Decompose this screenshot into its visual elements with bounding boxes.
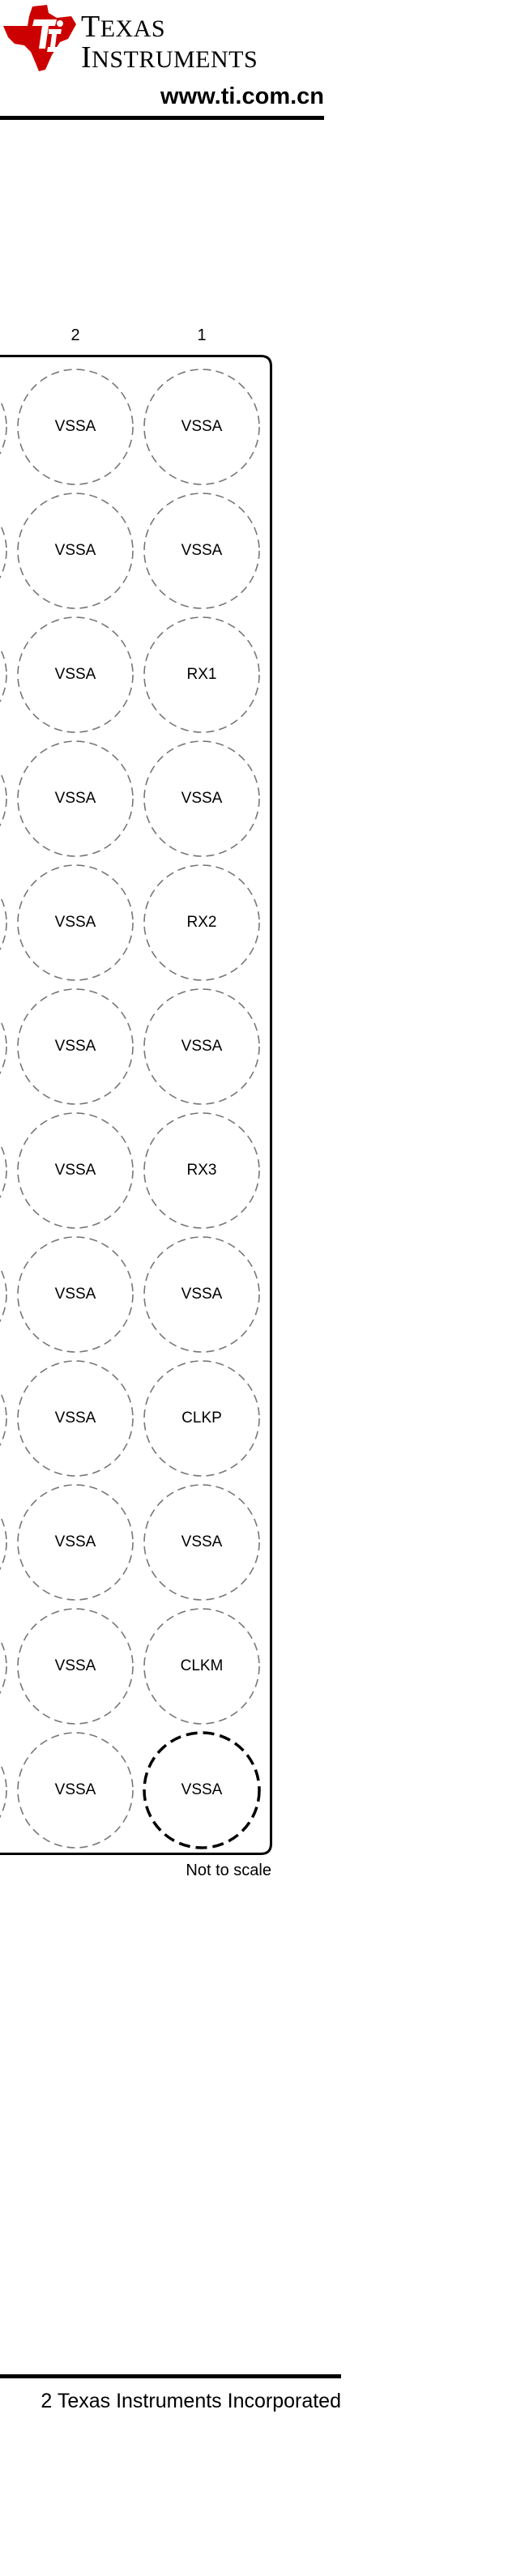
ball-outline <box>143 369 260 485</box>
ball-label: VSSA <box>54 1410 96 1427</box>
ball-outline <box>143 1236 260 1353</box>
scale-note: Not to scale <box>186 1862 271 1879</box>
page-header: TEXAS INSTRUMENTS www.ti.com.cn <box>0 0 324 122</box>
ball-outline <box>143 1484 260 1601</box>
package-diagram <box>0 355 272 1855</box>
logo-word1-rest: EXAS <box>100 15 166 42</box>
ball-outline <box>17 1608 134 1725</box>
ball-outline <box>143 1360 260 1477</box>
ball-label: VSSA <box>54 790 96 807</box>
ball-label: VSSA <box>54 666 96 683</box>
ball-label: VSSA <box>54 1162 96 1179</box>
column-label-1: 1 <box>197 326 207 344</box>
ball-label: VSSA <box>181 1533 223 1550</box>
ball-label: VSSA <box>54 1533 96 1550</box>
ball-label: VSSA <box>54 1286 96 1303</box>
ball-outline <box>17 1732 134 1849</box>
logo-word2-rest: NSTRUMENTS <box>92 46 258 73</box>
clipped-ball-outline <box>0 894 7 951</box>
ball-label: VSSA <box>181 790 223 807</box>
ball-label: VSSA <box>54 1657 96 1674</box>
ball-outline <box>17 1360 134 1477</box>
ball-label: VSSA <box>54 418 96 435</box>
ball-outline <box>17 1236 134 1353</box>
ball-label: VSSA <box>181 418 223 435</box>
ball-outline <box>17 369 134 485</box>
ball-outline <box>17 988 134 1105</box>
clipped-ball-outline <box>0 646 7 703</box>
ball-label: VSSA <box>54 1781 96 1798</box>
logo-word2-initial: I <box>81 41 92 75</box>
ball-outline <box>17 493 134 609</box>
ball-label: VSSA <box>181 542 223 559</box>
ball-label: RX1 <box>186 666 217 683</box>
clipped-ball-outline <box>0 1390 7 1447</box>
ball-label: VSSA <box>181 1286 223 1303</box>
ball-outline <box>143 740 260 857</box>
ball-outline <box>143 1112 260 1229</box>
ball-outline <box>143 864 260 981</box>
ball-label: VSSA <box>54 1038 96 1055</box>
ti-logo-icon <box>3 5 76 71</box>
logo-wordmark-texas: TEXAS <box>81 11 165 45</box>
ball-outline <box>17 1484 134 1601</box>
column-label-2: 2 <box>70 326 80 344</box>
ball-outline <box>17 740 134 857</box>
header-rule <box>0 116 324 120</box>
ball-label: VSSA <box>54 542 96 559</box>
clipped-ball-outline <box>0 1638 7 1695</box>
ball-label: VSSA <box>181 1038 223 1055</box>
clipped-ball-outline <box>0 1142 7 1199</box>
ball-outline <box>17 864 134 981</box>
ball-label: CLKM <box>180 1657 224 1674</box>
ball-label: RX3 <box>186 1162 217 1179</box>
ball-label: VSSA <box>181 1781 223 1798</box>
clipped-ball-outline <box>0 1266 7 1323</box>
ball-outline <box>143 1608 260 1725</box>
clipped-ball-outline <box>0 1762 7 1819</box>
ball-grid <box>0 369 261 1849</box>
ball-outline <box>17 1112 134 1229</box>
ball-outline <box>17 616 134 733</box>
site-url-link[interactable]: www.ti.com.cn <box>160 83 324 109</box>
package-outline <box>0 355 272 1855</box>
ball-label: CLKP <box>181 1410 222 1427</box>
logo-wordmark-instruments: INSTRUMENTS <box>81 42 258 75</box>
clipped-column-3 <box>0 399 7 1819</box>
ball-a1-outline <box>143 1731 261 1849</box>
ball-label: VSSA <box>54 914 96 931</box>
copyright-text: 2 Texas Instruments Incorporated <box>41 2390 341 2412</box>
ball-outline <box>143 988 260 1105</box>
ball-outline <box>143 493 260 609</box>
clipped-ball-outline <box>0 1514 7 1571</box>
logo-word1-initial: T <box>81 10 100 44</box>
clipped-ball-outline <box>0 399 7 455</box>
ball-outline <box>143 616 260 733</box>
clipped-ball-outline <box>0 770 7 827</box>
footer-rule <box>0 2374 341 2378</box>
clipped-ball-outline <box>0 1018 7 1075</box>
clipped-ball-outline <box>0 522 7 579</box>
ball-label: RX2 <box>186 914 217 931</box>
